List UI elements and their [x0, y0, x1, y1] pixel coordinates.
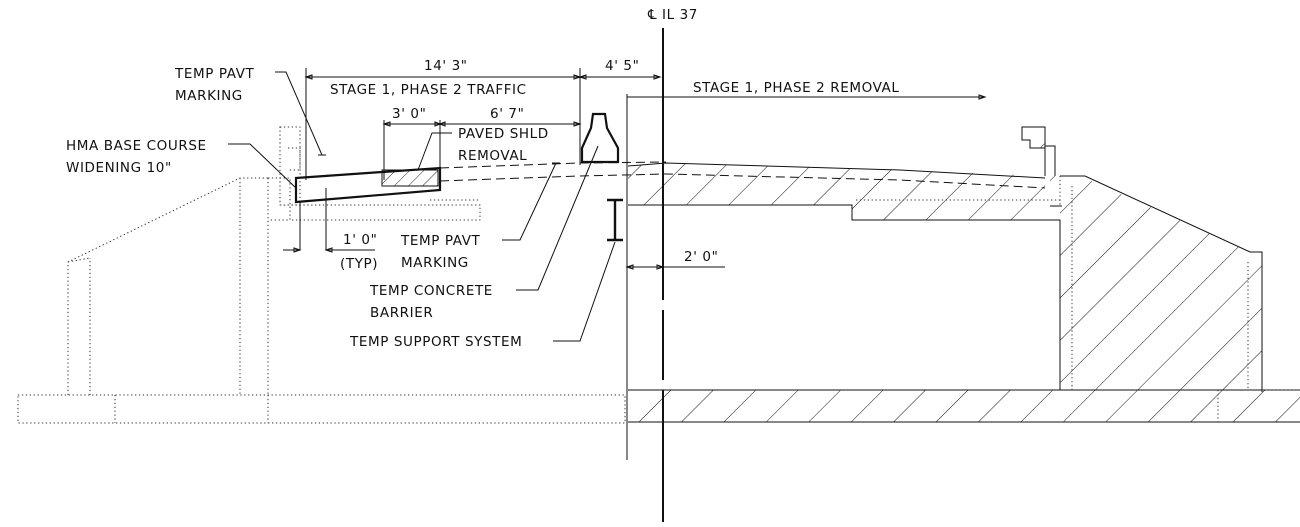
callout-text: TEMP CONCRETE — [369, 283, 493, 299]
callout-hma-base-course: HMA BASE COURSE WIDENING 10" — [66, 138, 297, 189]
callout-text: WIDENING 10" — [66, 160, 172, 176]
callout-text: BARRIER — [370, 305, 433, 321]
callout-text: TEMP PAVT — [400, 233, 481, 249]
dim-lane-offset: 6' 7" — [490, 106, 524, 122]
callout-text: HMA BASE COURSE — [66, 138, 207, 154]
callout-paved-shld-removal: PAVED SHLD REMOVAL — [417, 126, 549, 171]
dimension-lines — [283, 74, 987, 270]
dim-marking-note: (TYP) — [340, 256, 378, 272]
dim-marking-offset: 1' 0" — [343, 232, 377, 248]
callout-text: MARKING — [175, 88, 243, 104]
dim-shoulder-width: 3' 0" — [392, 106, 426, 122]
centerline-label: IL 37 — [662, 7, 698, 23]
stage-removal-label: STAGE 1, PHASE 2 REMOVAL — [693, 80, 900, 96]
callout-text: TEMP PAVT — [174, 66, 255, 82]
proposed-structure-right — [627, 126, 1300, 423]
reference-lines — [305, 68, 628, 460]
callout-text: REMOVAL — [458, 148, 527, 164]
callout-text: TEMP SUPPORT SYSTEM — [349, 334, 522, 350]
centerline-symbol: ℄ — [647, 7, 657, 23]
temp-concrete-barrier — [580, 112, 620, 164]
callout-temp-support-system: TEMP SUPPORT SYSTEM — [349, 241, 616, 350]
callout-temp-pavt-marking-lower: TEMP PAVT MARKING — [400, 162, 560, 271]
dim-offset-centerline: 4' 5" — [605, 58, 639, 74]
callout-text: MARKING — [401, 255, 469, 271]
dim-stage-width: 14' 3" — [424, 58, 468, 74]
hma-widening — [294, 120, 442, 250]
stage-traffic-label: STAGE 1, PHASE 2 TRAFFIC — [330, 82, 527, 98]
dim-support-offset: 2' 0" — [684, 249, 718, 265]
temp-support-beam — [607, 198, 623, 242]
callout-text: PAVED SHLD — [458, 126, 549, 142]
callout-temp-pavt-marking-top: TEMP PAVT MARKING — [174, 66, 326, 156]
callout-temp-concrete-barrier: TEMP CONCRETE BARRIER — [369, 145, 599, 321]
